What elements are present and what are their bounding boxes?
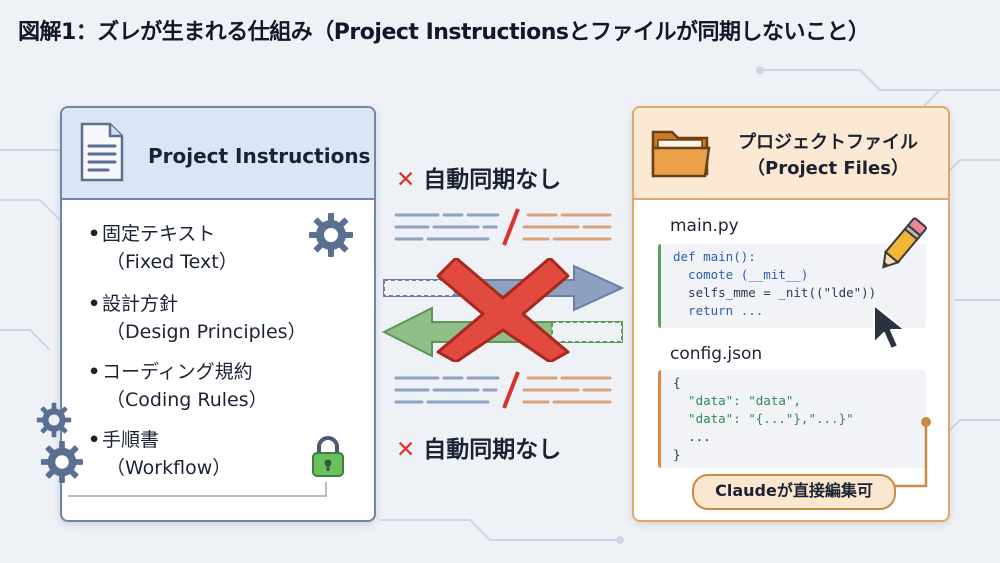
left-connector-line xyxy=(68,482,327,497)
code-block-config-json: { "data": "data", "data": "{..."},"...}"… xyxy=(658,370,926,468)
folder-icon xyxy=(651,130,711,178)
claude-editable-badge: Claudeが直接編集可 xyxy=(692,474,896,510)
lock-icon xyxy=(312,436,344,477)
broken-link-top xyxy=(394,208,612,246)
file-name-config-json: config.json xyxy=(670,344,763,364)
sync-arrows xyxy=(381,258,625,362)
x-mark-icon: ✕ xyxy=(396,437,416,463)
gear-icon xyxy=(309,213,353,257)
list-item: •コーディング規約 （Coding Rules） xyxy=(88,358,268,414)
document-icon xyxy=(80,122,124,182)
code-line: "data": "data", xyxy=(673,393,801,408)
code-line: { xyxy=(673,375,681,390)
x-mark-icon: ✕ xyxy=(396,167,416,193)
bullet: • xyxy=(88,293,101,315)
bullet: • xyxy=(88,223,101,245)
code-line: selfs_mme = _nit(("lde")) xyxy=(673,285,877,300)
no-auto-sync-label-top: ✕自動同期なし xyxy=(396,167,562,193)
file-name-main-py: main.py xyxy=(670,216,739,236)
bullet: • xyxy=(88,361,101,383)
code-line: def main(): xyxy=(673,249,756,264)
page-title: 図解1：ズレが生まれる仕組み（Project Instructionsとファイル… xyxy=(18,20,870,45)
project-instructions-panel: Project Instructions •固定テキスト （Fixed Text… xyxy=(60,106,376,522)
connector-line xyxy=(894,417,931,488)
project-files-title: プロジェクトファイル （Project Files） xyxy=(738,132,918,179)
pencil-icon xyxy=(882,217,927,269)
code-line: comote (__mit__) xyxy=(673,267,809,282)
project-instructions-header: Project Instructions xyxy=(62,108,374,200)
project-files-panel: プロジェクトファイル （Project Files） main.py def m… xyxy=(632,106,950,522)
small-gear-icon xyxy=(36,402,72,438)
cursor-icon xyxy=(873,304,906,350)
broken-link-bottom xyxy=(394,371,612,409)
code-line: } xyxy=(673,447,681,462)
no-auto-sync-label-bottom: ✕自動同期なし xyxy=(396,437,562,463)
list-item: •固定テキスト （Fixed Text） xyxy=(88,220,238,276)
list-item: •設計方針 （Design Principles） xyxy=(88,290,307,346)
list-item: •手順書 （Workflow） xyxy=(88,426,231,482)
code-line: return ... xyxy=(673,303,764,318)
project-instructions-title: Project Instructions xyxy=(148,144,371,168)
code-line: "data": "{..."},"...}" xyxy=(673,411,854,426)
bullet: • xyxy=(88,429,101,451)
code-line: ... xyxy=(673,429,711,444)
big-x-icon xyxy=(436,258,570,362)
project-files-header: プロジェクトファイル （Project Files） xyxy=(634,108,948,200)
large-gear-icon xyxy=(40,440,84,484)
